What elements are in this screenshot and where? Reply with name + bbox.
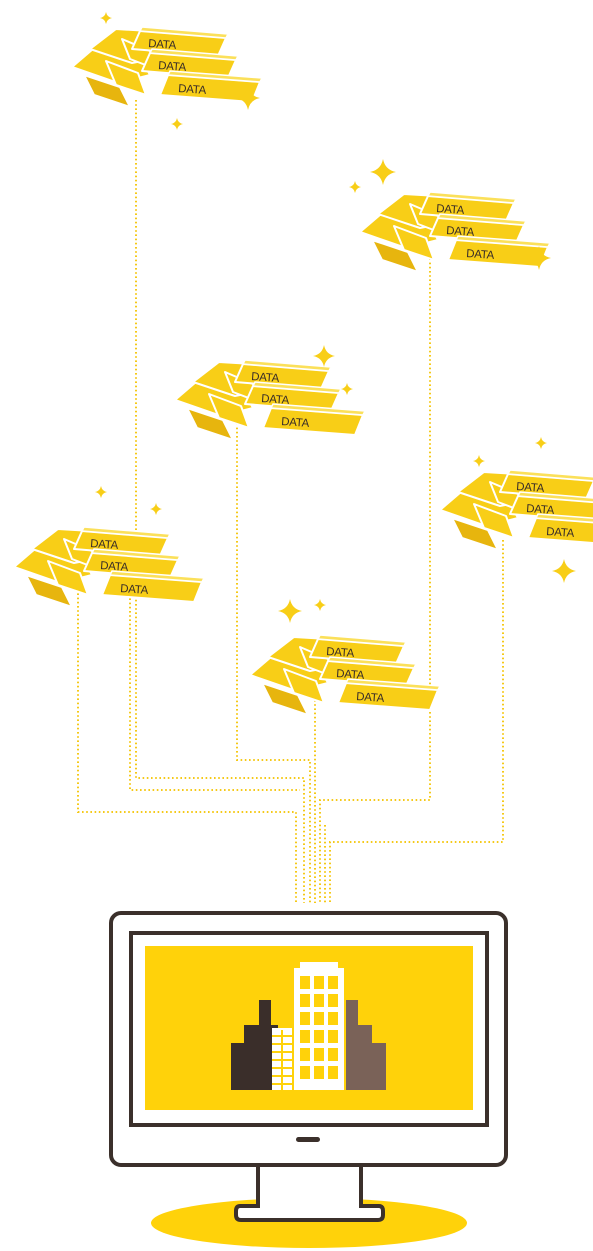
gold-bar-stacks	[14, 27, 593, 715]
data-label: DATA	[546, 526, 575, 540]
monitor-power-led	[296, 1137, 320, 1142]
sparkle-icon	[552, 559, 576, 583]
connector-line-5	[330, 540, 503, 903]
sparkle-icon	[314, 599, 326, 611]
sparkle-icon	[535, 437, 547, 449]
connector-line-4	[78, 585, 296, 903]
connector-line-1	[136, 100, 304, 903]
data-label: DATA	[90, 538, 119, 552]
data-label: DATA	[148, 38, 177, 52]
data-label: DATA	[100, 560, 129, 574]
data-label: DATA	[446, 225, 475, 239]
data-label: DATA	[336, 668, 365, 682]
data-label: DATA	[326, 646, 355, 660]
sparkle-icon	[370, 159, 396, 185]
sparkle-icon	[171, 118, 183, 130]
data-labels: DATA DATA DATA DATA DATA DATA DATA DATA DATA DATA…	[90, 38, 575, 705]
sparkle-icon	[278, 599, 302, 623]
tower-building	[294, 962, 344, 1090]
data-label: DATA	[281, 416, 310, 430]
data-label: DATA	[251, 371, 280, 385]
sparkle-icon	[100, 12, 112, 24]
data-label: DATA	[466, 248, 495, 262]
desktop-monitor	[111, 913, 506, 1248]
data-label: DATA	[436, 203, 465, 217]
data-label: DATA	[526, 503, 555, 517]
monitor-stand-icon	[236, 1163, 383, 1220]
sparkle-icon	[473, 455, 485, 467]
sparkle-icon	[150, 503, 162, 515]
connector-line-2	[320, 250, 430, 903]
small-building	[272, 1028, 292, 1090]
sparkle-icon	[313, 345, 335, 367]
sparkle-icon	[95, 486, 107, 498]
data-label: DATA	[261, 393, 290, 407]
sparkle-icon	[349, 181, 361, 193]
data-label: DATA	[356, 691, 385, 705]
sparkle-icon	[341, 383, 353, 395]
data-label: DATA	[120, 583, 149, 597]
data-label: DATA	[516, 481, 545, 495]
data-label: DATA	[158, 60, 187, 74]
data-label: DATA	[178, 83, 207, 97]
